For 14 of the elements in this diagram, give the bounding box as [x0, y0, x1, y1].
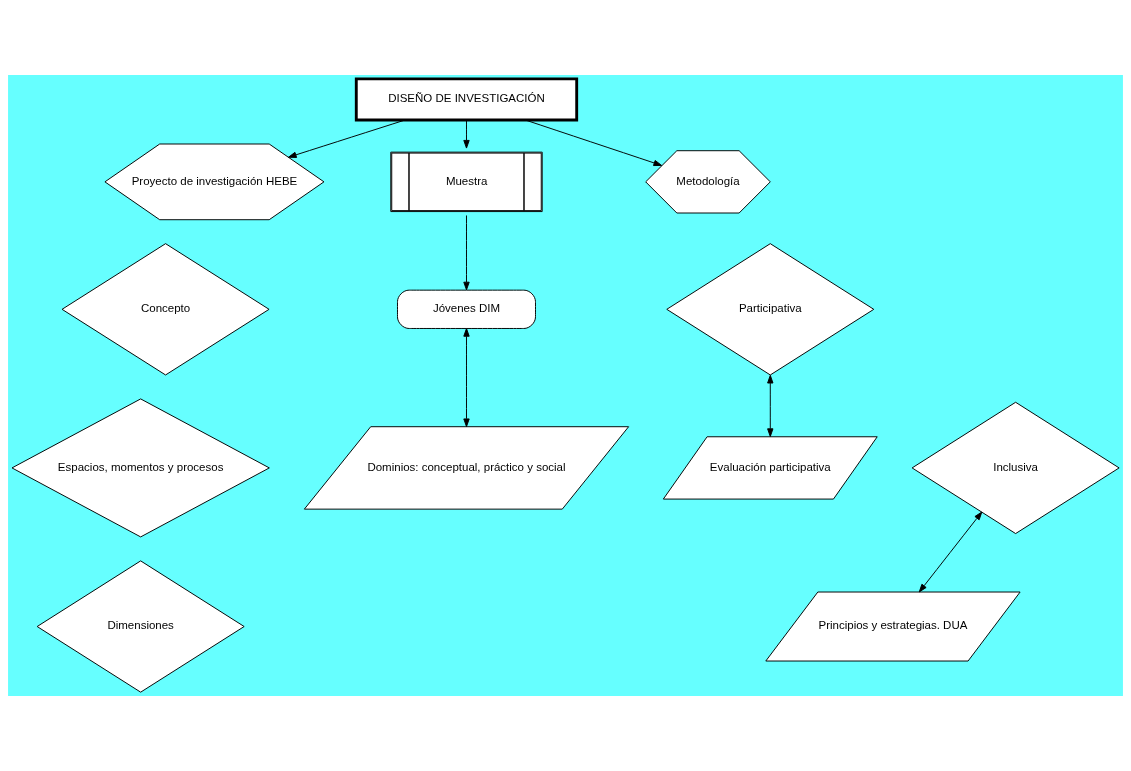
- node-box: Jóvenes DIM: [397, 289, 536, 329]
- node-diamond: Participativa: [666, 243, 875, 376]
- arrow: [463, 119, 470, 149]
- node-diamond: Dimensiones: [36, 560, 245, 693]
- node-box: DISEÑO DE INVESTIGACIÓN: [354, 77, 579, 122]
- arrow: [767, 374, 774, 437]
- arrow: [463, 328, 470, 428]
- arrow: [463, 215, 470, 291]
- node-diamond: Concepto: [61, 243, 270, 376]
- arrow: [918, 511, 983, 593]
- node-diamond: Inclusiva: [911, 401, 1120, 535]
- node-diamond: Espacios, momentos y procesos: [11, 398, 270, 538]
- arrow: [288, 119, 406, 158]
- arrow: [525, 119, 663, 167]
